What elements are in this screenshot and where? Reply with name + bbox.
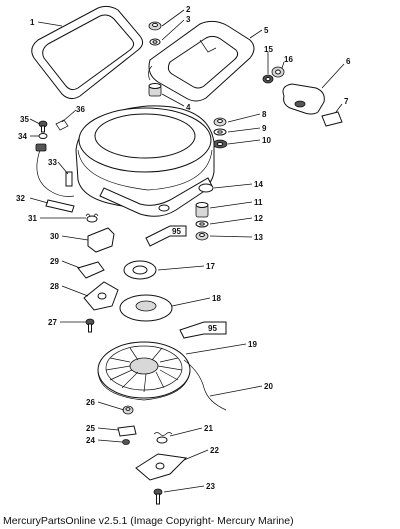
callout-10: 10 bbox=[262, 136, 271, 145]
callout-19: 19 bbox=[248, 340, 257, 349]
part-28-pawl-plate[interactable] bbox=[83, 281, 119, 311]
callout-8: 8 bbox=[262, 110, 267, 119]
callout-3: 3 bbox=[186, 15, 191, 24]
part-25-clip[interactable] bbox=[117, 425, 137, 437]
callout-22: 22 bbox=[210, 446, 219, 455]
part-5-handle-housing[interactable] bbox=[148, 20, 255, 102]
callout-31: 31 bbox=[28, 214, 37, 223]
callout-15: 15 bbox=[264, 45, 273, 54]
callout-5: 5 bbox=[264, 26, 269, 35]
part-11-bushing[interactable] bbox=[195, 202, 209, 218]
callout-13: 13 bbox=[254, 233, 263, 242]
part-24-screw[interactable] bbox=[122, 439, 130, 445]
part-30-lockout-lever[interactable] bbox=[87, 227, 115, 253]
part-9-washer[interactable] bbox=[213, 128, 227, 136]
part-27-screw[interactable] bbox=[85, 318, 95, 333]
callout-9: 9 bbox=[262, 124, 267, 133]
part-15-bushing[interactable] bbox=[262, 74, 274, 84]
callout-17: 17 bbox=[206, 262, 215, 271]
callout-36: 36 bbox=[76, 105, 85, 114]
callout-numbers: 1 2 3 4 5 6 7 8 9 10 11 12 13 14 15 16 1… bbox=[16, 5, 351, 491]
part-7-handle-insert[interactable] bbox=[321, 111, 343, 127]
callout-34: 34 bbox=[18, 132, 27, 141]
callout-4: 4 bbox=[186, 103, 191, 112]
callout-33: 33 bbox=[48, 158, 57, 167]
sealant-tube-lower: 95 bbox=[179, 321, 227, 339]
callout-1: 1 bbox=[30, 18, 35, 27]
sealant-tube-upper: 95 bbox=[145, 225, 187, 247]
callout-24: 24 bbox=[86, 436, 95, 445]
part-3-washer[interactable] bbox=[149, 38, 161, 46]
part-32-link[interactable] bbox=[45, 199, 75, 213]
callout-26: 26 bbox=[86, 398, 95, 407]
part-8-nut[interactable] bbox=[213, 117, 227, 127]
callout-7: 7 bbox=[344, 97, 349, 106]
callout-27: 27 bbox=[48, 318, 57, 327]
callout-11: 11 bbox=[254, 198, 263, 207]
part-10-bushing[interactable] bbox=[212, 139, 228, 149]
part-36-clip[interactable] bbox=[55, 119, 69, 131]
callout-28: 28 bbox=[50, 282, 59, 291]
part-22-starter-cup[interactable] bbox=[135, 453, 188, 481]
copyright-footer: MercuryPartsOnline v2.5.1 (Image Copyrig… bbox=[3, 515, 294, 527]
callout-14: 14 bbox=[254, 180, 263, 189]
callout-6: 6 bbox=[346, 57, 351, 66]
part-26-nut[interactable] bbox=[122, 405, 134, 415]
part-20-starter-rope[interactable] bbox=[183, 359, 227, 411]
part-31-spring[interactable] bbox=[85, 213, 99, 223]
part-33-lockout-cable[interactable] bbox=[35, 143, 75, 197]
part-1-cover-frame[interactable] bbox=[31, 5, 144, 100]
part-23-bolt[interactable] bbox=[153, 488, 163, 505]
part-35-screw[interactable] bbox=[38, 120, 48, 133]
callout-12: 12 bbox=[254, 214, 263, 223]
part-6-starter-handle[interactable] bbox=[282, 83, 325, 115]
callout-20: 20 bbox=[264, 382, 273, 391]
callout-23: 23 bbox=[206, 482, 215, 491]
part-17-retainer-ring[interactable] bbox=[123, 260, 157, 280]
part-4-spacer[interactable] bbox=[148, 83, 162, 97]
callout-21: 21 bbox=[204, 424, 213, 433]
part-21-spring[interactable] bbox=[153, 432, 173, 444]
part-14-starter-housing[interactable] bbox=[75, 105, 215, 217]
callout-29: 29 bbox=[50, 257, 59, 266]
callout-30: 30 bbox=[50, 232, 59, 241]
part-13-nut[interactable] bbox=[195, 231, 209, 241]
part-29-pawl[interactable] bbox=[77, 261, 105, 279]
callout-16: 16 bbox=[284, 55, 293, 64]
callout-2: 2 bbox=[186, 5, 191, 14]
callout-25: 25 bbox=[86, 424, 95, 433]
callout-18: 18 bbox=[212, 294, 221, 303]
callout-32: 32 bbox=[16, 194, 25, 203]
part-18-drive-plate[interactable] bbox=[119, 294, 173, 322]
sealant-label-upper: 95 bbox=[172, 227, 181, 236]
part-16-grommet[interactable] bbox=[271, 66, 285, 78]
sealant-label-lower: 95 bbox=[208, 324, 217, 333]
callout-35: 35 bbox=[20, 115, 29, 124]
part-19-rope-pulley[interactable] bbox=[97, 341, 191, 401]
leader-lines bbox=[29, 9, 345, 493]
part-34-washer[interactable] bbox=[38, 133, 48, 139]
part-12-washer[interactable] bbox=[195, 220, 209, 228]
part-2-nut[interactable] bbox=[148, 21, 162, 31]
